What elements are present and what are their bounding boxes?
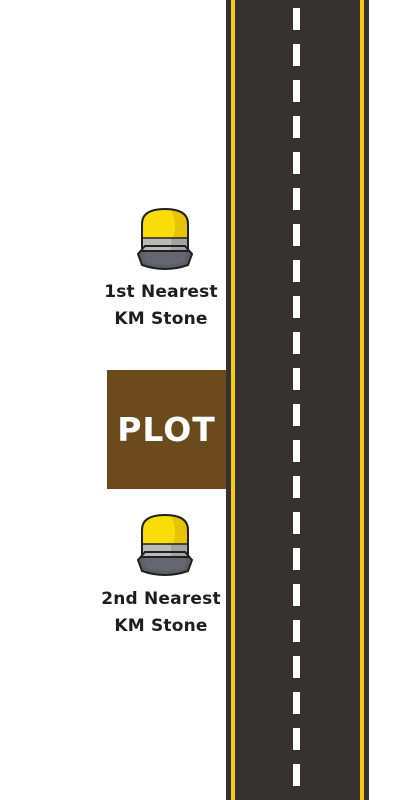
- center-dash: [293, 8, 300, 30]
- center-dash: [293, 224, 300, 246]
- center-dash: [293, 260, 300, 282]
- label-line: 2nd Nearest: [101, 589, 221, 609]
- center-dash: [293, 656, 300, 678]
- center-dash: [293, 404, 300, 426]
- center-dash: [293, 440, 300, 462]
- second-nearest-km-stone-label: 2nd Nearest KM Stone: [90, 586, 232, 640]
- center-dash: [293, 296, 300, 318]
- center-dash: [293, 368, 300, 390]
- road-edge-line-right: [360, 0, 364, 800]
- plot-label: PLOT: [117, 410, 216, 449]
- center-dash: [293, 728, 300, 750]
- center-dash: [293, 332, 300, 354]
- km-stone-icon: [136, 207, 194, 270]
- center-dash: [293, 584, 300, 606]
- km-stone-icon: [136, 513, 194, 576]
- first-nearest-km-stone-label: 1st Nearest KM Stone: [90, 279, 232, 333]
- road: [226, 0, 369, 800]
- center-dash: [293, 44, 300, 66]
- center-dash: [293, 548, 300, 570]
- label-line: KM Stone: [114, 616, 208, 636]
- road-center-dashes: [293, 8, 300, 786]
- label-line: KM Stone: [114, 309, 208, 329]
- center-dash: [293, 476, 300, 498]
- road-edge-line-left: [231, 0, 235, 800]
- center-dash: [293, 692, 300, 714]
- center-dash: [293, 188, 300, 210]
- center-dash: [293, 80, 300, 102]
- center-dash: [293, 620, 300, 642]
- center-dash: [293, 152, 300, 174]
- plot-box: PLOT: [107, 370, 226, 489]
- center-dash: [293, 764, 300, 786]
- label-line: 1st Nearest: [104, 282, 218, 302]
- center-dash: [293, 116, 300, 138]
- center-dash: [293, 512, 300, 534]
